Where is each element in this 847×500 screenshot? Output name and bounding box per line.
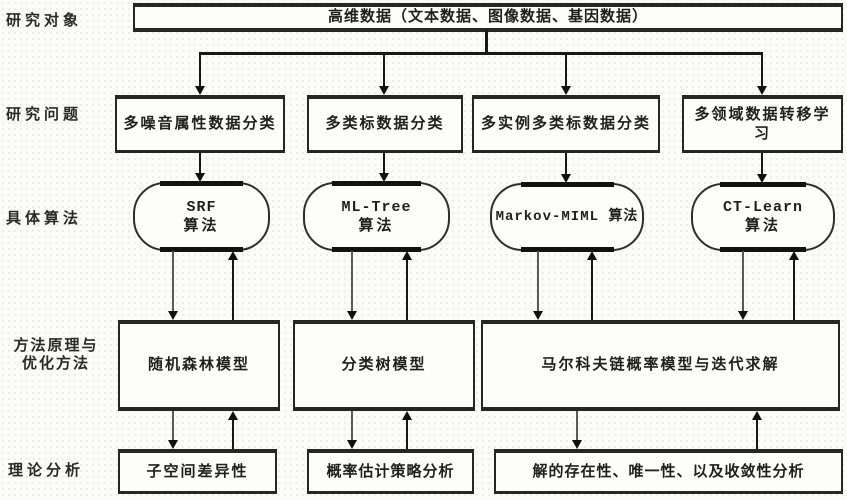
algorithm-srf-name: SRF <box>186 198 217 216</box>
arrowhead-down-model-2 <box>347 311 357 320</box>
edge-theory-model-up-2 <box>406 420 408 449</box>
edge-drop-4 <box>761 54 763 87</box>
node-model-random-forest: 随机森林模型 <box>118 320 280 411</box>
edge-algorithm-model-down-1 <box>172 251 174 313</box>
node-problem-transfer-learning: 多领域数据转移学习 <box>682 95 843 153</box>
algorithm-ml-tree-name: ML-Tree <box>341 198 412 216</box>
node-theory-existence-uniqueness-convergence: 解的存在性、唯一性、以及收敛性分析 <box>494 449 843 494</box>
node-algorithm-ct-learn: CT-Learn 算法 <box>691 182 835 252</box>
edge-algorithm-model-down-2 <box>351 251 353 313</box>
node-problem-multiinstance-multilabel: 多实例多类标数据分类 <box>472 95 660 153</box>
arrowhead-down-problem-4 <box>757 86 767 95</box>
node-algorithm-markov-miml: Markov-MIML 算法 <box>490 182 644 252</box>
edge-model-algorithm-up-1 <box>232 260 234 320</box>
row-label-research-object: 研究对象 <box>6 13 83 29</box>
edge-model-algorithm-up-3 <box>591 260 593 320</box>
node-model-markov-chain: 马尔科夫链概率模型与迭代求解 <box>481 320 840 411</box>
edge-theory-model-up-1 <box>232 420 234 449</box>
node-theory-subspace-diversity: 子空间差异性 <box>118 449 277 494</box>
node-model-classification-tree: 分类树模型 <box>293 320 475 411</box>
node-theory-probability-estimation: 概率估计策略分析 <box>307 449 474 494</box>
node-high-dimensional-data: 高维数据（文本数据、图像数据、基因数据） <box>133 3 843 32</box>
algorithm-ct-learn-name: CT-Learn <box>722 199 803 216</box>
row-label-method: 方法原理与 优化方法 <box>0 337 112 373</box>
arrowhead-up-model-2 <box>402 411 412 420</box>
arrowhead-down-model-1 <box>168 311 178 320</box>
algorithm-markov-miml-name: Markov-MIML 算法 <box>495 208 639 225</box>
edge-algorithm-model-down-4 <box>742 251 744 313</box>
arrowhead-up-model-3 <box>752 411 762 420</box>
arrowhead-down-theory-3 <box>572 440 582 449</box>
node-algorithm-ml-tree: ML-Tree 算法 <box>303 181 450 252</box>
arrowhead-down-theory-2 <box>347 440 357 449</box>
arrowhead-down-model-4 <box>738 311 748 320</box>
arrowhead-down-algorithm-4 <box>757 174 767 183</box>
edge-drop-1 <box>199 54 201 87</box>
arrowhead-down-problem-2 <box>379 86 389 95</box>
arrowhead-down-algorithm-3 <box>561 174 571 183</box>
edge-problem-algorithm-2 <box>383 153 385 175</box>
edge-distribution-bar <box>199 52 763 55</box>
row-label-method-line2: 优化方法 <box>21 356 90 372</box>
edge-theory-model-up-3 <box>756 420 758 449</box>
arrowhead-down-theory-1 <box>168 440 178 449</box>
edge-algorithm-model-down-3 <box>537 251 539 313</box>
algorithm-ml-tree-suffix: 算法 <box>358 217 395 234</box>
arrowhead-up-algorithm-1 <box>228 251 238 260</box>
edge-problem-algorithm-1 <box>199 153 201 175</box>
edge-problem-algorithm-3 <box>565 153 567 175</box>
edge-model-theory-down-2 <box>351 411 353 442</box>
algorithm-ct-learn-suffix: 算法 <box>744 218 781 234</box>
edge-model-algorithm-up-2 <box>406 260 408 320</box>
row-label-method-line1: 方法原理与 <box>13 338 99 354</box>
arrowhead-up-algorithm-4 <box>789 251 799 260</box>
arrowhead-up-algorithm-3 <box>587 251 597 260</box>
row-label-research-problem: 研究问题 <box>6 107 83 123</box>
edge-model-theory-down-1 <box>172 411 174 442</box>
arrowhead-down-algorithm-1 <box>195 173 205 182</box>
arrowhead-up-algorithm-2 <box>402 251 412 260</box>
node-algorithm-srf: SRF 算法 <box>133 181 270 252</box>
row-label-algorithm: 具体算法 <box>6 211 83 227</box>
node-problem-multilabel: 多类标数据分类 <box>307 95 463 153</box>
edge-model-algorithm-up-4 <box>793 260 795 320</box>
arrowhead-up-model-1 <box>228 411 238 420</box>
arrowhead-down-problem-1 <box>195 86 205 95</box>
edge-drop-2 <box>383 54 385 87</box>
edge-drop-3 <box>565 54 567 87</box>
edge-root-stub <box>485 31 488 53</box>
edge-model-theory-down-3 <box>576 411 578 442</box>
algorithm-srf-suffix: 算法 <box>183 217 220 234</box>
arrowhead-down-model-3 <box>533 311 543 320</box>
arrowhead-down-problem-3 <box>561 86 571 95</box>
node-problem-noisy-attribute: 多噪音属性数据分类 <box>115 95 285 153</box>
edge-problem-algorithm-4 <box>761 153 763 175</box>
arrowhead-down-algorithm-2 <box>379 173 389 182</box>
row-label-theory: 理论分析 <box>8 463 85 479</box>
